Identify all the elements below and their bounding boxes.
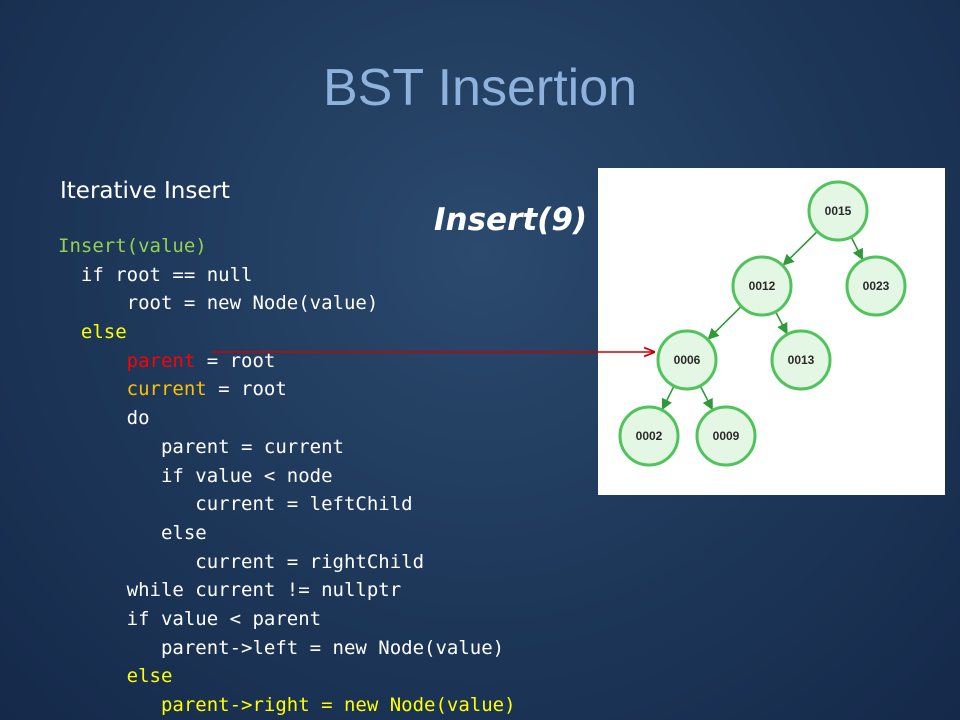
tree-node-label: 0009 (713, 429, 740, 443)
tree-node-n23 (845, 255, 907, 317)
code-token: root = new Node(value) (126, 292, 379, 315)
code-line: current = leftChild (58, 490, 516, 519)
code-line: do (58, 404, 516, 433)
insert-call-label: Insert(9) (434, 202, 588, 238)
code-token: current = leftChild (195, 493, 413, 516)
tree-edge-n06-n09 (699, 385, 714, 411)
tree-node-n12 (731, 255, 793, 317)
code-line: else (58, 662, 516, 691)
slide-title: BST Insertion (322, 59, 638, 117)
tree-node-n13 (770, 329, 832, 391)
code-token: else (80, 321, 127, 344)
code-token: if root == null (80, 263, 253, 286)
tree-node-label: 0002 (636, 429, 663, 443)
tree-edge-n15-n23 (850, 236, 864, 261)
tree-edge-n12-n06 (707, 305, 742, 340)
code-token: do (126, 407, 150, 430)
tree-edge-n15-n12 (782, 230, 818, 266)
code-token: else (126, 665, 173, 688)
code-line: else (58, 318, 516, 347)
code-token: = root (206, 378, 287, 401)
pseudocode-block: Insert(value) if root == null root = new… (58, 232, 516, 720)
code-token: current (126, 378, 207, 401)
code-line: if value < parent (58, 605, 516, 634)
tree-node-n02 (618, 405, 680, 467)
bst-diagram: 0015 0012 0023 0006 0013 0002 0009 (618, 180, 907, 467)
code-line: while current != nullptr (58, 576, 516, 605)
code-line: if root == null (58, 261, 516, 290)
code-line: current = root (58, 375, 516, 404)
tree-node-n15 (807, 180, 869, 242)
tree-node-label: 0006 (674, 353, 701, 367)
code-line: parent->right = new Node(value) (58, 691, 516, 720)
code-token: else (160, 521, 207, 544)
code-line: parent = root (58, 347, 516, 376)
code-line: if value < node (58, 462, 516, 491)
tree-node-n09 (695, 405, 757, 467)
code-token: parent->left = new Node(value) (160, 636, 505, 659)
code-token: Insert(value) (58, 235, 207, 257)
code-line: root = new Node(value) (58, 289, 516, 318)
code-line: current = rightChild (58, 548, 516, 577)
tree-node-label: 0012 (749, 279, 776, 293)
code-token: current = rightChild (195, 550, 425, 573)
code-token: if value < parent (126, 607, 322, 630)
code-line: parent = current (58, 433, 516, 462)
bst-diagram-panel: 0015 0012 0023 0006 0013 0002 0009 (598, 168, 945, 495)
code-token: parent = current (160, 435, 344, 458)
tree-node-n06 (656, 329, 718, 391)
tree-edge-n06-n02 (661, 385, 675, 411)
code-token: = root (195, 349, 276, 372)
tree-edge-n12-n13 (774, 311, 788, 335)
code-token: if value < node (160, 464, 333, 487)
tree-node-label: 0013 (788, 353, 815, 367)
code-token: parent-> (160, 694, 253, 716)
code-token: while current != nullptr (126, 579, 402, 602)
subtitle: Iterative Insert (60, 178, 230, 204)
code-line: parent->left = new Node(value) (58, 634, 516, 663)
tree-node-label: 0015 (825, 204, 852, 218)
tree-node-label: 0023 (863, 279, 890, 293)
code-token: parent (126, 349, 196, 372)
code-line: Insert(value) (58, 232, 516, 261)
code-token: right = new Node(value) (252, 694, 516, 716)
code-line: else (58, 519, 516, 548)
